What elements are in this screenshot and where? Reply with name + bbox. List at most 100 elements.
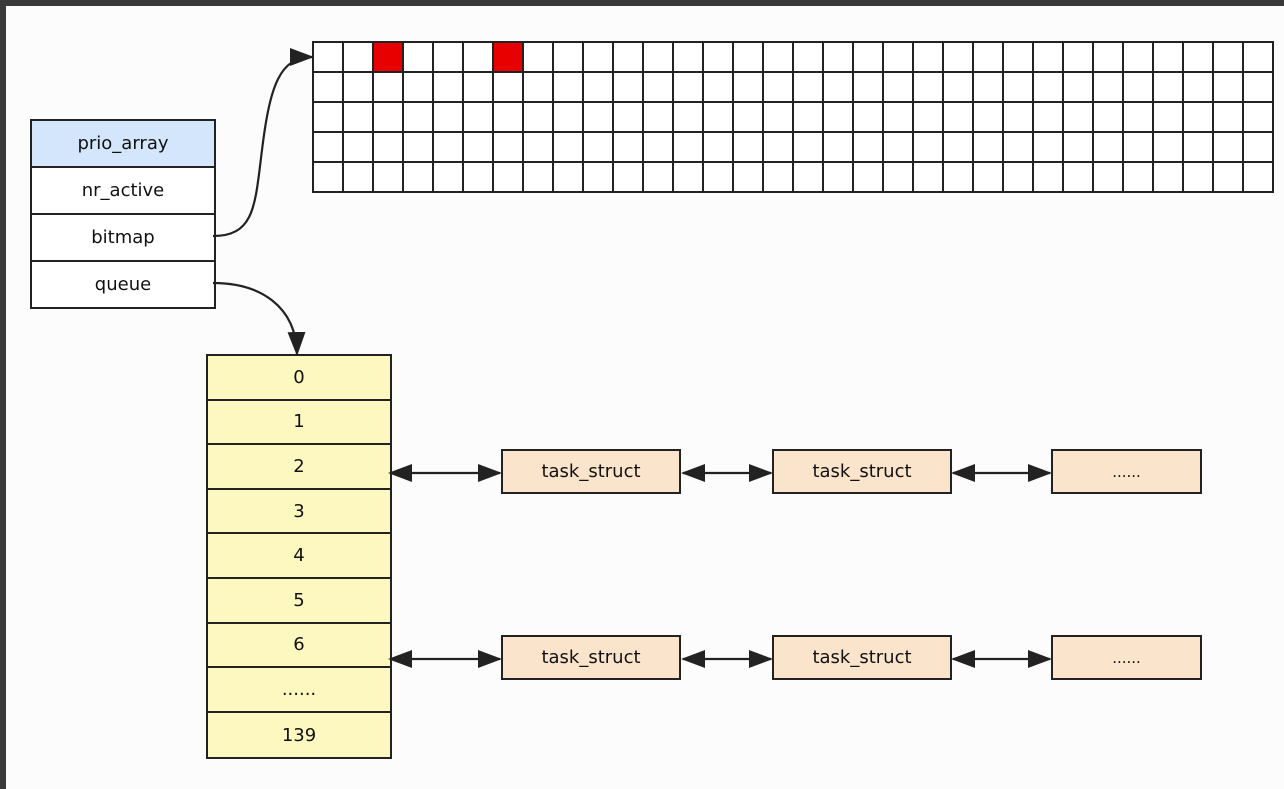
bitmap-bit bbox=[1034, 163, 1064, 193]
bitmap-bit bbox=[434, 43, 464, 73]
bitmap-bit bbox=[914, 163, 944, 193]
bitmap-bit bbox=[974, 43, 1004, 73]
prio-array-struct: prio_array nr_active bitmap queue bbox=[30, 119, 216, 309]
bitmap-bit bbox=[584, 133, 614, 163]
bitmap-bit bbox=[1244, 103, 1274, 133]
bitmap-bit bbox=[464, 103, 494, 133]
bitmap-bit bbox=[1004, 103, 1034, 133]
window-left-strip bbox=[0, 0, 6, 789]
bitmap-bit bbox=[734, 103, 764, 133]
bitmap-bit bbox=[974, 133, 1004, 163]
queue-slot: 2 bbox=[208, 445, 390, 490]
bitmap-bit bbox=[824, 73, 854, 103]
bitmap-bit bbox=[764, 73, 794, 103]
bitmap-bit bbox=[704, 133, 734, 163]
bitmap-bit bbox=[344, 43, 374, 73]
bitmap-bit bbox=[734, 73, 764, 103]
bitmap-bit bbox=[1184, 43, 1214, 73]
bitmap-bit bbox=[344, 163, 374, 193]
queue-slot: ...... bbox=[208, 668, 390, 713]
bitmap-bit bbox=[1244, 133, 1274, 163]
queue-slot: 6 bbox=[208, 624, 390, 669]
bitmap-bit bbox=[1034, 73, 1064, 103]
queue-slot: 5 bbox=[208, 579, 390, 624]
bitmap-grid bbox=[312, 41, 1274, 193]
bitmap-bit bbox=[854, 43, 884, 73]
bitmap-bit bbox=[344, 73, 374, 103]
bitmap-bit bbox=[884, 133, 914, 163]
bitmap-bit bbox=[374, 73, 404, 103]
bitmap-bit bbox=[464, 133, 494, 163]
bitmap-bit bbox=[974, 73, 1004, 103]
bitmap-bit bbox=[1154, 133, 1184, 163]
bitmap-bit bbox=[614, 103, 644, 133]
bitmap-bit bbox=[824, 103, 854, 133]
bitmap-bit bbox=[794, 133, 824, 163]
bitmap-bit bbox=[1064, 43, 1094, 73]
bitmap-bit bbox=[524, 73, 554, 103]
bitmap-bit bbox=[914, 73, 944, 103]
bitmap-bit bbox=[524, 133, 554, 163]
bitmap-bit bbox=[974, 103, 1004, 133]
bitmap-bit bbox=[944, 103, 974, 133]
bitmap-bit bbox=[1034, 43, 1064, 73]
bitmap-bit bbox=[914, 133, 944, 163]
bitmap-bit bbox=[674, 73, 704, 103]
bitmap-bit bbox=[344, 103, 374, 133]
bitmap-bit bbox=[1124, 73, 1154, 103]
bitmap-bit bbox=[764, 133, 794, 163]
bitmap-bit bbox=[1004, 43, 1034, 73]
bitmap-bit bbox=[404, 103, 434, 133]
bitmap-bit bbox=[884, 73, 914, 103]
task-struct-node: task_struct bbox=[501, 449, 681, 494]
bitmap-bit bbox=[404, 163, 434, 193]
bitmap-bit bbox=[554, 43, 584, 73]
bitmap-bit bbox=[1064, 133, 1094, 163]
bitmap-bit bbox=[734, 133, 764, 163]
bitmap-bit bbox=[704, 73, 734, 103]
bitmap-bit bbox=[1004, 163, 1034, 193]
bitmap-bit bbox=[554, 163, 584, 193]
bitmap-bit bbox=[884, 163, 914, 193]
bitmap-bit bbox=[614, 163, 644, 193]
bitmap-bit bbox=[734, 163, 764, 193]
bitmap-bit bbox=[1094, 43, 1124, 73]
priority-queue-array: 0 1 2 3 4 5 6 ...... 139 bbox=[206, 354, 392, 760]
bitmap-bit bbox=[614, 43, 644, 73]
bitmap-bit bbox=[524, 43, 554, 73]
bitmap-bit bbox=[944, 133, 974, 163]
bitmap-bit bbox=[524, 103, 554, 133]
bitmap-bit bbox=[314, 73, 344, 103]
bitmap-field: bitmap bbox=[32, 215, 214, 262]
bitmap-bit bbox=[824, 133, 854, 163]
bitmap-bit bbox=[1184, 163, 1214, 193]
bitmap-bit bbox=[794, 103, 824, 133]
bitmap-bit bbox=[674, 133, 704, 163]
bitmap-bit bbox=[1214, 103, 1244, 133]
bitmap-bit bbox=[344, 133, 374, 163]
queue-slot: 3 bbox=[208, 490, 390, 535]
nr-active-field: nr_active bbox=[32, 168, 214, 215]
bitmap-bit bbox=[464, 73, 494, 103]
bitmap-bit bbox=[1094, 133, 1124, 163]
bitmap-bit bbox=[734, 43, 764, 73]
bitmap-bit bbox=[1124, 163, 1154, 193]
bitmap-bit bbox=[854, 73, 884, 103]
bitmap-bit bbox=[464, 163, 494, 193]
bitmap-bit bbox=[434, 163, 464, 193]
bitmap-bit bbox=[914, 103, 944, 133]
bitmap-bit bbox=[1244, 43, 1274, 73]
task-list-more: ...... bbox=[1051, 449, 1202, 494]
queue-slot: 0 bbox=[208, 356, 390, 401]
bitmap-bit bbox=[554, 133, 584, 163]
bitmap-bit bbox=[434, 73, 464, 103]
bitmap-bit bbox=[944, 43, 974, 73]
bitmap-bit bbox=[614, 133, 644, 163]
task-struct-node: task_struct bbox=[772, 449, 952, 494]
bitmap-bit bbox=[674, 163, 704, 193]
bitmap-bit bbox=[644, 103, 674, 133]
bitmap-bit bbox=[584, 103, 614, 133]
task-list-more: ...... bbox=[1051, 635, 1202, 680]
bitmap-bit bbox=[974, 163, 1004, 193]
bitmap-bit bbox=[1184, 133, 1214, 163]
